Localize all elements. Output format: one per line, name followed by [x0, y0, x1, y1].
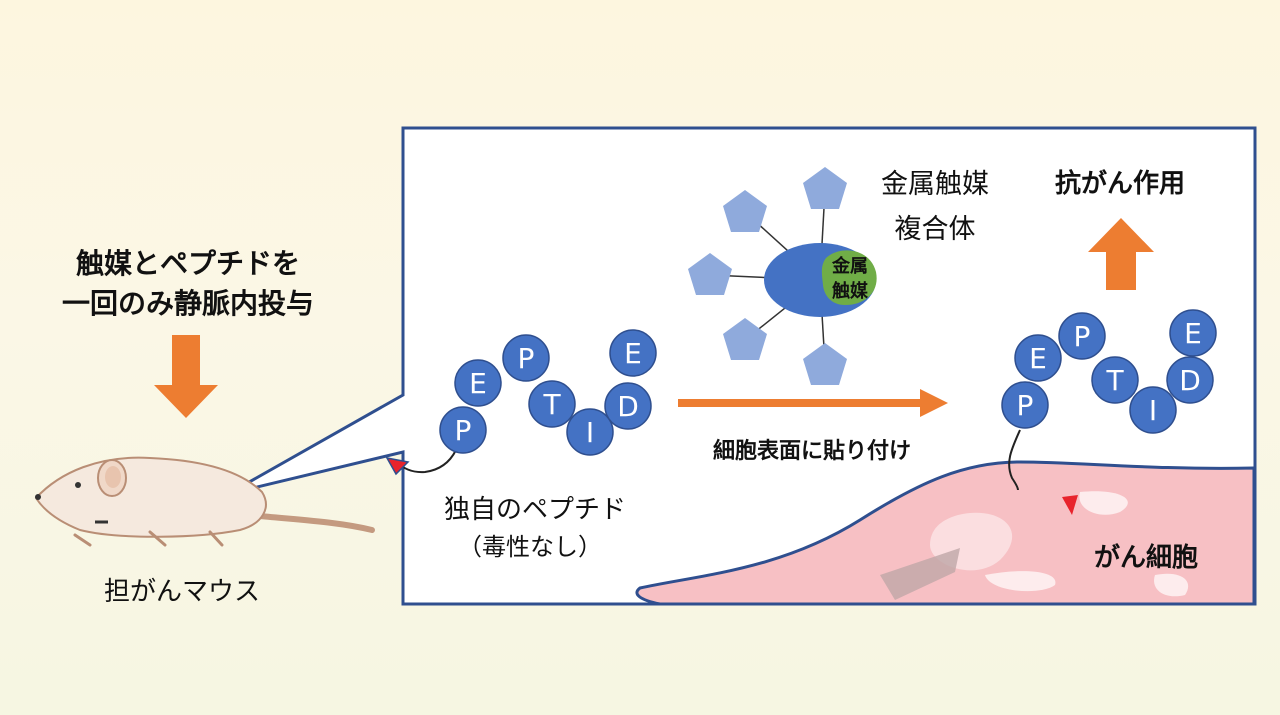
peptide-bead: E	[454, 359, 502, 407]
peptide-letter: P	[1074, 320, 1091, 353]
peptide-bead: E	[1169, 309, 1217, 357]
pentagon-ligand	[723, 190, 767, 232]
mouse-illustration	[34, 456, 375, 547]
peptide-letter: E	[624, 337, 642, 370]
peptide-letter: P	[518, 342, 535, 375]
peptide-bead: E	[1014, 334, 1062, 382]
effect-label: 抗がん作用	[1055, 168, 1185, 199]
pentagon-ligand	[803, 343, 847, 385]
instruction-line-2: 一回のみ静脈内投与	[62, 287, 314, 320]
pentagon-ligand	[803, 167, 847, 209]
peptide-letter: I	[586, 416, 594, 449]
down-arrow	[154, 335, 218, 418]
catalyst-green	[821, 250, 877, 305]
peptide-bead: P	[439, 406, 487, 454]
peptide-letter: E	[469, 367, 487, 400]
peptide-letter: P	[455, 414, 472, 447]
peptide-bead: P	[1058, 312, 1106, 360]
peptide-letter: D	[617, 390, 639, 423]
peptide-letter: E	[1029, 342, 1047, 375]
complex-label-1: 金属触媒	[881, 169, 989, 200]
peptide-bead: I	[566, 408, 614, 456]
mouse-label: 担がんマウス	[104, 577, 260, 607]
peptide-tether-right	[1008, 429, 1021, 491]
peptide-bead: D	[604, 382, 652, 430]
peptide-bead: D	[1166, 356, 1214, 404]
attach-arrow	[678, 389, 948, 417]
red-marker	[1062, 495, 1078, 515]
pentagon-ligand	[723, 318, 767, 360]
peptide-label: 独自のペプチド	[444, 495, 626, 525]
catalyst-text-2: 触媒	[832, 280, 869, 302]
peptide-note: （毒性なし）	[458, 533, 602, 561]
catalyst-text-1: 金属	[831, 255, 868, 277]
peptide-bead: P	[502, 334, 550, 382]
peptide-bead: I	[1129, 386, 1177, 434]
peptide-bead: T	[1091, 356, 1139, 404]
instruction-line-1: 触媒とペプチドを	[76, 247, 300, 280]
peptide-letter: D	[1179, 364, 1201, 397]
peptide-letter: I	[1149, 394, 1157, 427]
catalyst-complex: 金属 触媒	[688, 167, 877, 385]
peptide-bead: P	[1001, 381, 1049, 429]
cancer-cell-label: がん細胞	[1094, 542, 1198, 573]
pentagon-ligand	[688, 253, 732, 295]
peptide-anchor-triangle	[385, 456, 410, 476]
peptide-letter: T	[542, 388, 561, 421]
peptide-letter: T	[1105, 364, 1124, 397]
peptide-bead: E	[609, 329, 657, 377]
up-arrow	[1088, 218, 1154, 290]
peptide-letter: E	[1184, 317, 1202, 350]
peptide-letter: P	[1017, 389, 1034, 422]
peptide-bead: T	[528, 380, 576, 428]
attach-label: 細胞表面に貼り付け	[713, 438, 911, 464]
complex-label-2: 複合体	[895, 214, 976, 245]
